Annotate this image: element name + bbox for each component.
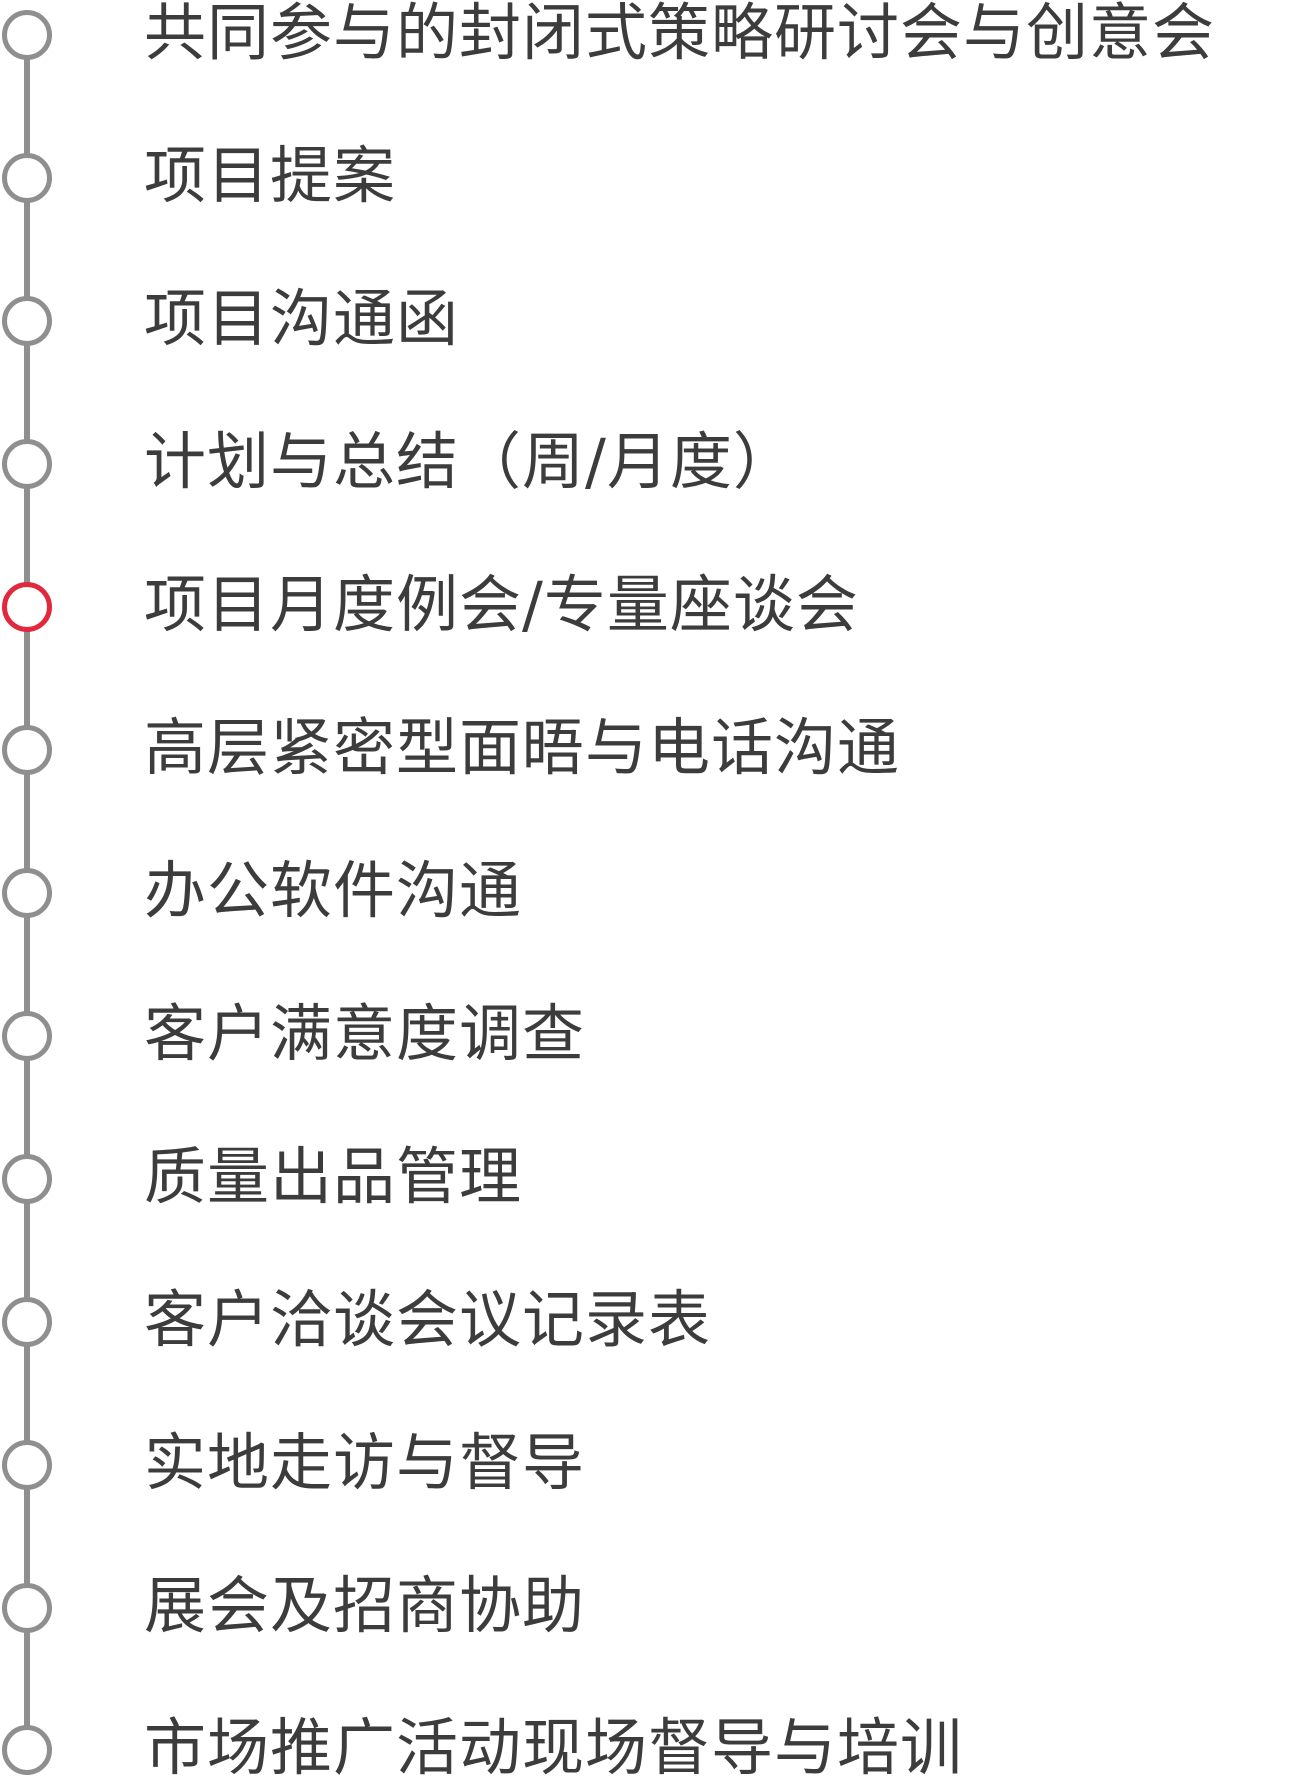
timeline-item-site-visit[interactable]: 实地走访与督导 [0,1427,1306,1555]
timeline-item-meeting-records[interactable]: 客户洽谈会议记录表 [0,1284,1306,1412]
timeline-node-icon [2,725,52,775]
timeline-node-icon [2,153,52,203]
timeline-item-satisfaction-survey[interactable]: 客户满意度调查 [0,998,1306,1126]
timeline-item-monthly-meeting[interactable]: 项目月度例会/专量座谈会 [0,569,1306,697]
timeline-node-icon [2,1583,52,1633]
timeline-item-marketing-training[interactable]: 市场推广活动现场督导与培训 [0,1712,1306,1786]
timeline-item-quality-management[interactable]: 质量出品管理 [0,1141,1306,1269]
timeline-item-exhibition-support[interactable]: 展会及招商协助 [0,1570,1306,1698]
timeline-node-icon [2,1297,52,1347]
timeline-item-label: 展会及招商协助 [144,1569,586,1642]
timeline-item-label: 质量出品管理 [144,1140,523,1213]
timeline-item-label: 项目提案 [144,139,397,212]
timeline-item-label: 项目沟通函 [144,282,460,355]
timeline-node-icon [2,1725,52,1775]
timeline-item-office-software[interactable]: 办公软件沟通 [0,855,1306,983]
timeline-node-icon [2,868,52,918]
timeline-node-icon [2,296,52,346]
timeline-item-label: 项目月度例会/专量座谈会 [144,568,859,641]
timeline-item-executive-meeting[interactable]: 高层紧密型面晤与电话沟通 [0,712,1306,840]
timeline-item-plan-summary[interactable]: 计划与总结（周/月度） [0,426,1306,554]
timeline-item-label: 客户满意度调查 [144,997,586,1070]
timeline-item-label: 共同参与的封闭式策略研讨会与创意会 [144,0,1216,69]
timeline-item-label: 市场推广活动现场督导与培训 [144,1711,964,1784]
timeline-item-label: 办公软件沟通 [144,854,523,927]
timeline-item-label: 高层紧密型面晤与电话沟通 [144,711,901,784]
timeline-item-strategy-workshop[interactable]: 共同参与的封闭式策略研讨会与创意会 [0,0,1306,125]
timeline-item-label: 实地走访与督导 [144,1426,586,1499]
timeline-item-label: 客户洽谈会议记录表 [144,1283,712,1356]
timeline-item-project-proposal[interactable]: 项目提案 [0,140,1306,268]
timeline-node-icon [2,439,52,489]
timeline-node-active-icon [2,582,52,632]
timeline-node-icon [2,1154,52,1204]
timeline-node-icon [2,10,52,60]
timeline-item-label: 计划与总结（周/月度） [144,425,796,498]
timeline-item-project-letter[interactable]: 项目沟通函 [0,283,1306,411]
timeline-node-icon [2,1440,52,1490]
timeline-node-icon [2,1011,52,1061]
